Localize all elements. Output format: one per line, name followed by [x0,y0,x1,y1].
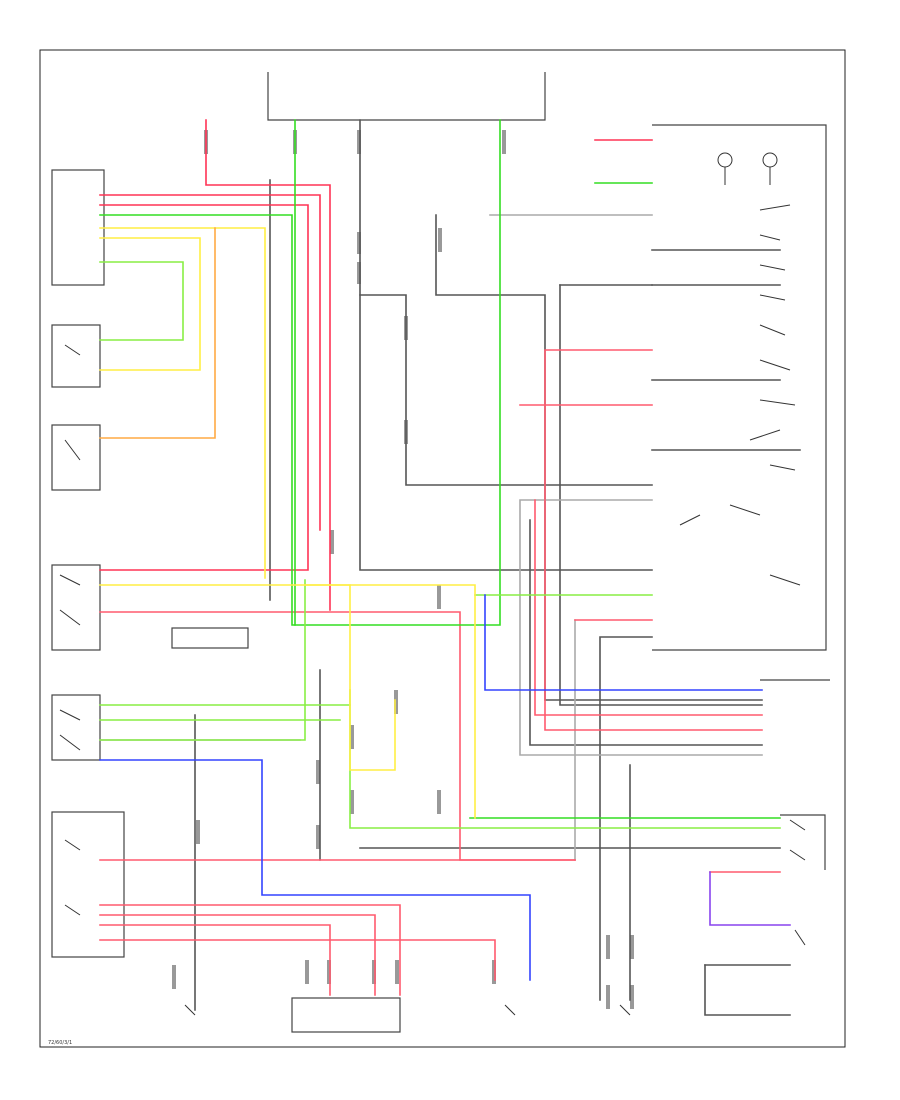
compressor-relay-box [51,564,101,651]
diagram-code: 72/60/3/1 [48,1040,72,1046]
autostart-switch-box [51,811,125,958]
heater-control-unit-box [291,997,401,1033]
fuse-panel-box [267,72,546,121]
yellow-wires [99,227,476,819]
throttle-position-sensor-box [51,324,101,388]
red-wires [99,119,781,996]
stoplight-switch-box [780,814,826,870]
control-switch-contacts [59,152,806,1016]
dual-pressure-switch-box [51,424,101,491]
vehicle-speed-sensor-box [51,169,105,286]
ac-compressor-box [171,627,249,649]
blower-switch-box [51,694,101,761]
blue-wires [99,594,791,981]
main-control-switch-box [652,124,827,651]
green-wires [99,119,781,829]
diagram-frame [39,49,846,1048]
black-wires [194,119,801,1016]
